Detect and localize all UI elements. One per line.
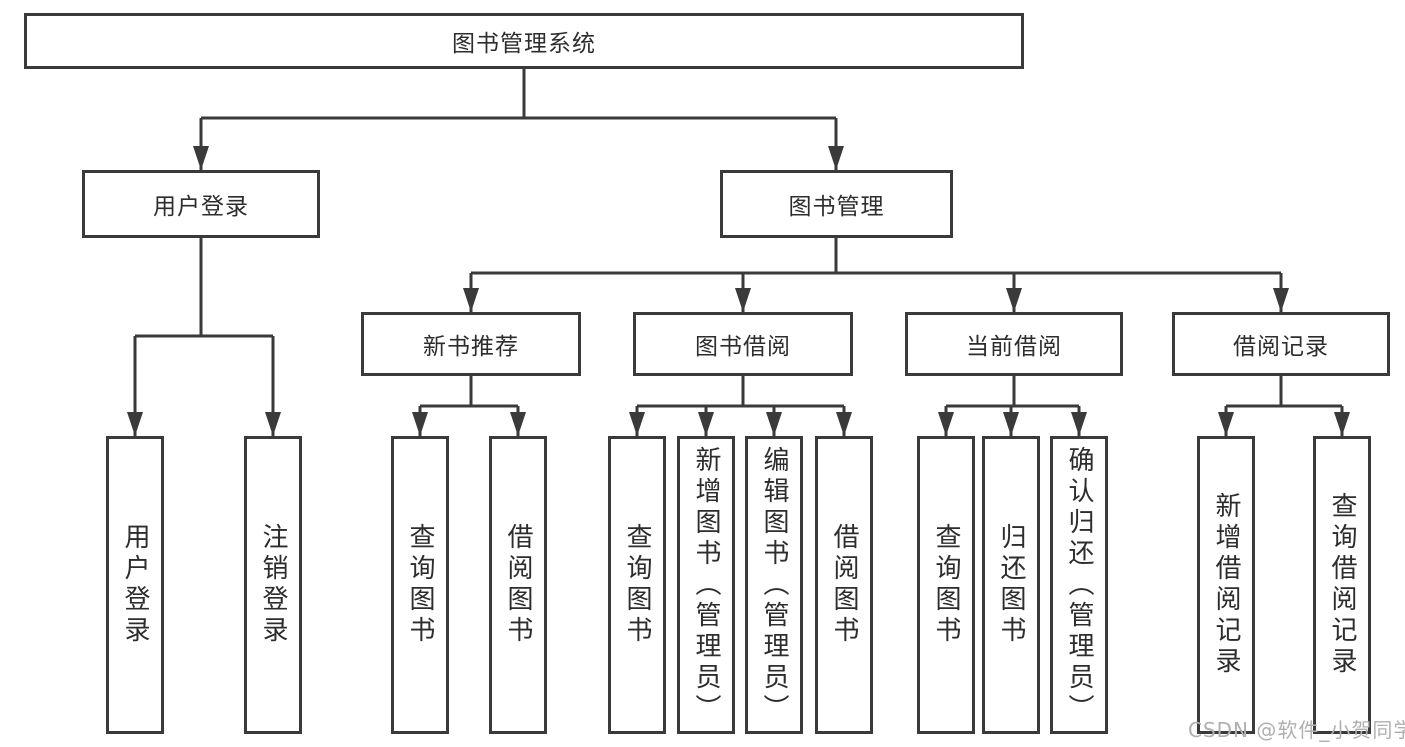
leaf-logout: 注销登录 [244,436,302,734]
node-book-borrowing: 图书借阅 [633,312,853,376]
leaf-add-book-admin: 新增图书（管理员） [677,436,735,734]
node-label: 借阅图书 [829,523,859,647]
node-label: 注销登录 [258,523,288,647]
node-label: 借阅记录 [1233,334,1329,360]
node-borrowing-records: 借阅记录 [1172,312,1390,376]
leaf-edit-book-admin: 编辑图书（管理员） [745,436,803,734]
node-label: 归还图书 [996,523,1026,647]
node-label: 新增图书（管理员） [691,445,721,725]
node-label: 编辑图书（管理员） [759,445,789,725]
leaf-borrow-books-recommend: 借阅图书 [489,436,547,734]
node-label: 确认归还（管理员） [1064,445,1094,725]
node-current-borrowing: 当前借阅 [905,312,1123,376]
leaf-query-books-recommend: 查询图书 [391,436,449,734]
node-label: 用户登录 [120,523,150,647]
node-book-management: 图书管理 [720,170,953,238]
node-label: 新增借阅记录 [1211,492,1241,678]
node-label: 图书管理系统 [452,31,596,57]
leaf-confirm-return-admin: 确认归还（管理员） [1050,436,1108,734]
node-label: 查询图书 [622,523,652,647]
node-library-management-system: 图书管理系统 [24,13,1024,69]
node-label: 查询图书 [405,523,435,647]
node-user-login: 用户登录 [82,170,320,238]
node-label: 图书管理 [788,194,885,220]
node-new-book-recommendation: 新书推荐 [361,312,581,376]
leaf-user-login: 用户登录 [106,436,164,734]
node-label: 用户登录 [153,194,249,220]
csdn-watermark: CSDN @软件_小贺同学 [1188,718,1405,742]
node-label: 查询借阅记录 [1327,492,1357,678]
leaf-add-borrow-record: 新增借阅记录 [1197,436,1255,734]
node-label: 新书推荐 [423,334,519,360]
leaf-query-books-current: 查询图书 [917,436,975,734]
node-label: 借阅图书 [503,523,533,647]
leaf-return-book: 归还图书 [982,436,1040,734]
leaf-query-books-borrowing: 查询图书 [608,436,666,734]
node-label: 查询图书 [931,523,961,647]
node-label: 图书借阅 [695,334,791,360]
leaf-borrow-books-borrowing: 借阅图书 [815,436,873,734]
node-label: 当前借阅 [966,334,1062,360]
leaf-query-borrow-record: 查询借阅记录 [1313,436,1371,734]
